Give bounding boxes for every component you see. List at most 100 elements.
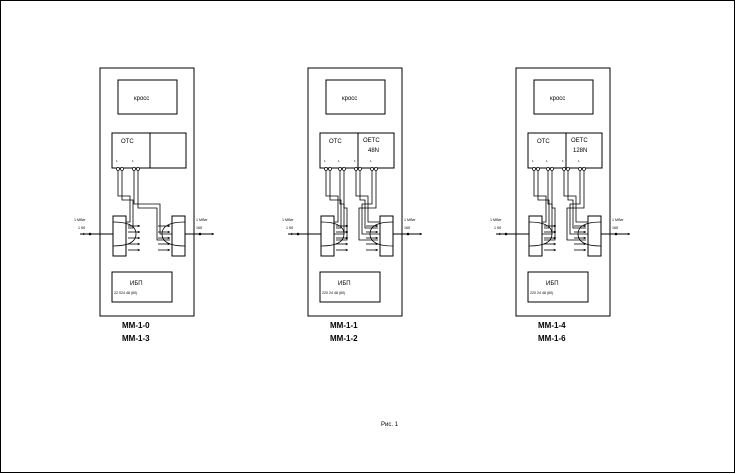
cross-box <box>117 79 178 115</box>
wire <box>567 171 586 229</box>
wire <box>569 171 588 235</box>
port-dot <box>550 167 554 171</box>
port-label: 1 <box>546 159 548 163</box>
arrow-head <box>553 230 556 234</box>
wire <box>133 171 172 235</box>
cross-label: кросс <box>550 96 565 102</box>
wire <box>537 171 550 229</box>
left-arc <box>528 221 553 247</box>
port-dot <box>354 167 358 171</box>
right-line-label: 1 Мбит <box>196 218 208 222</box>
wire <box>359 171 378 229</box>
right-line-sublabel: 1Кб <box>196 226 202 230</box>
line-node <box>406 232 410 236</box>
left-line-label: 1 Мбит <box>490 218 502 222</box>
arrow-head <box>345 230 348 234</box>
port-dot <box>136 167 140 171</box>
port-label: 1 <box>324 159 326 163</box>
figure-caption: Рис. 1 <box>381 422 399 428</box>
psu-sub-label: 220 24 48 (60) <box>530 291 553 295</box>
port-label: 1 <box>354 159 356 163</box>
port-dot <box>132 167 136 171</box>
arrow-head <box>419 232 422 236</box>
port-dot <box>578 167 582 171</box>
switch-block <box>527 132 603 169</box>
module-label: ММ-1-6 <box>538 334 566 343</box>
oets-sub-label: 128N <box>573 148 587 154</box>
arrow-head <box>345 242 348 246</box>
port-dot <box>328 167 332 171</box>
port-dot <box>338 167 342 171</box>
psu-box <box>111 271 173 303</box>
arrow-head <box>82 232 85 236</box>
right-line-label: 1 Мбит <box>612 218 624 222</box>
arrow-head <box>375 230 378 234</box>
port-label: 1 <box>532 159 534 163</box>
wire <box>358 171 378 241</box>
port-dot <box>358 167 362 171</box>
arrow-head <box>583 224 586 228</box>
wire <box>563 171 588 223</box>
psu-sub-label: 220 24 48 (60) <box>322 291 345 295</box>
arrow-head <box>553 248 556 252</box>
ots-label: ОТС <box>537 139 550 145</box>
wire <box>121 171 134 229</box>
module-label: ММ-1-4 <box>538 321 566 330</box>
port-label: 1 <box>562 159 564 163</box>
arrow-head <box>583 236 586 240</box>
wire <box>137 171 170 241</box>
port-dot <box>532 167 536 171</box>
arrow-head <box>345 236 348 240</box>
arrow-head <box>167 230 170 234</box>
arrow-head <box>137 242 140 246</box>
line-node <box>198 232 202 236</box>
left-line-label: 1 Мбит <box>282 218 294 222</box>
wire <box>566 171 586 241</box>
psu-box <box>527 271 589 303</box>
right-line-sublabel: 1Кб <box>612 226 618 230</box>
port-label: 1 <box>370 159 372 163</box>
psu-box <box>319 271 381 303</box>
arrow-head <box>137 224 140 228</box>
port-dot <box>116 167 120 171</box>
oets-label: ОЕТС <box>571 138 588 144</box>
arrow-head <box>167 248 170 252</box>
arrow-head <box>167 236 170 240</box>
wire <box>355 171 380 223</box>
arrow-head <box>498 232 501 236</box>
cross-box <box>533 79 594 115</box>
left-line-sublabel: 1 Кб <box>494 226 501 230</box>
switch-block <box>111 132 187 169</box>
arrow-head <box>375 224 378 228</box>
oets-sub-label: 48N <box>368 148 379 154</box>
port-dot <box>342 167 346 171</box>
module-label: ММ-1-3 <box>122 334 150 343</box>
right-line-sublabel: 1Кб <box>404 226 410 230</box>
arrow-head <box>553 236 556 240</box>
left-line-label: 1 Мбит <box>74 218 86 222</box>
psu-label: ИБП <box>546 281 559 287</box>
module-label: ММ-1-1 <box>330 321 358 330</box>
module-label: ММ-1-0 <box>122 321 150 330</box>
left-arc <box>320 221 345 247</box>
arrow-head <box>345 224 348 228</box>
arrow-head <box>627 232 630 236</box>
switch-block <box>319 132 395 169</box>
arrow-head <box>553 242 556 246</box>
wire <box>544 171 556 241</box>
right-arc <box>369 221 394 247</box>
port-dot <box>582 167 586 171</box>
wire <box>329 171 342 229</box>
port-dot <box>536 167 540 171</box>
port-label: 1 <box>132 159 134 163</box>
port-dot <box>324 167 328 171</box>
arrow-head <box>167 224 170 228</box>
psu-sub-label: 22 024 48 (60) <box>114 291 137 295</box>
port-dot <box>120 167 124 171</box>
left-arc <box>112 221 137 247</box>
line-node <box>88 232 92 236</box>
